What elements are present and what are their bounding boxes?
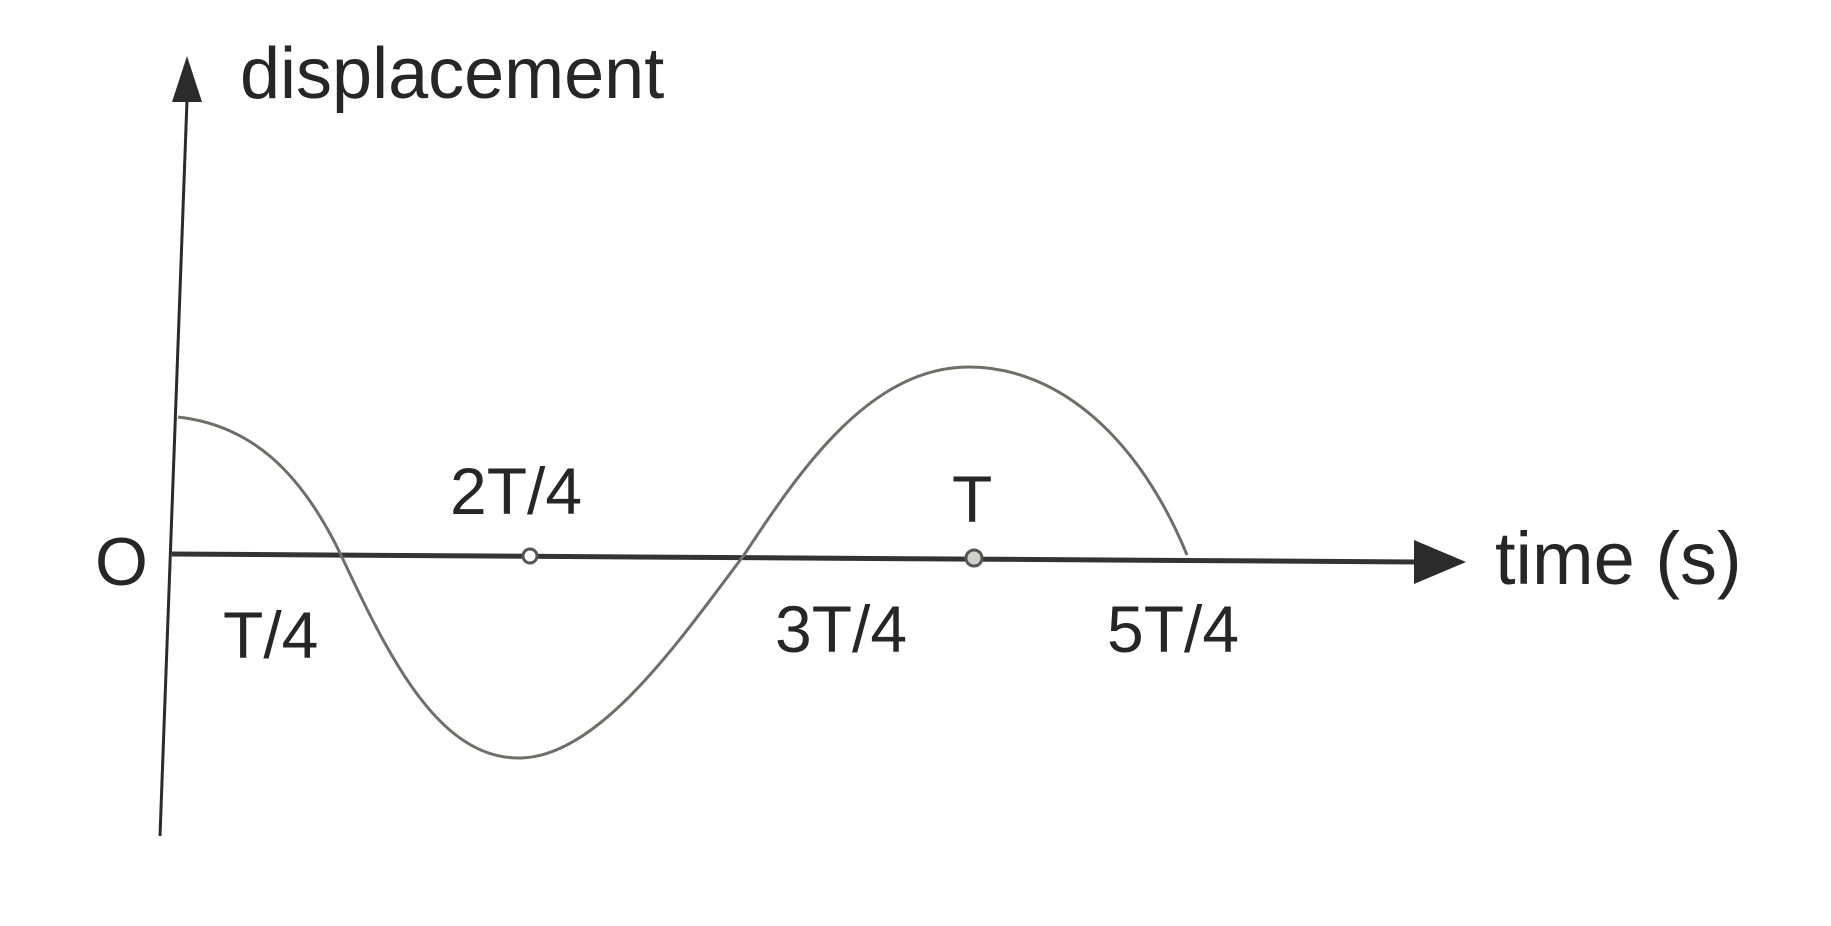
y-axis-label: displacement — [240, 34, 665, 114]
x-tick-5t-over-4: 5T/4 — [1107, 592, 1240, 666]
x-axis-arrow-icon — [1414, 540, 1466, 584]
y-axis-arrow-icon — [172, 56, 202, 102]
marker-t — [964, 548, 984, 568]
marker-2t4 — [521, 547, 539, 565]
x-axis-label: time (s) — [1495, 517, 1742, 600]
y-axis — [158, 99, 189, 837]
x-tick-3t-over-4: 3T/4 — [775, 592, 908, 666]
x-tick-t: T — [952, 462, 993, 536]
displacement-curve — [177, 365, 1189, 760]
origin-label: O — [95, 524, 148, 600]
x-axis — [171, 551, 1419, 565]
x-tick-2t-over-4: 2T/4 — [450, 454, 583, 528]
x-tick-t-over-4: T/4 — [223, 598, 319, 672]
